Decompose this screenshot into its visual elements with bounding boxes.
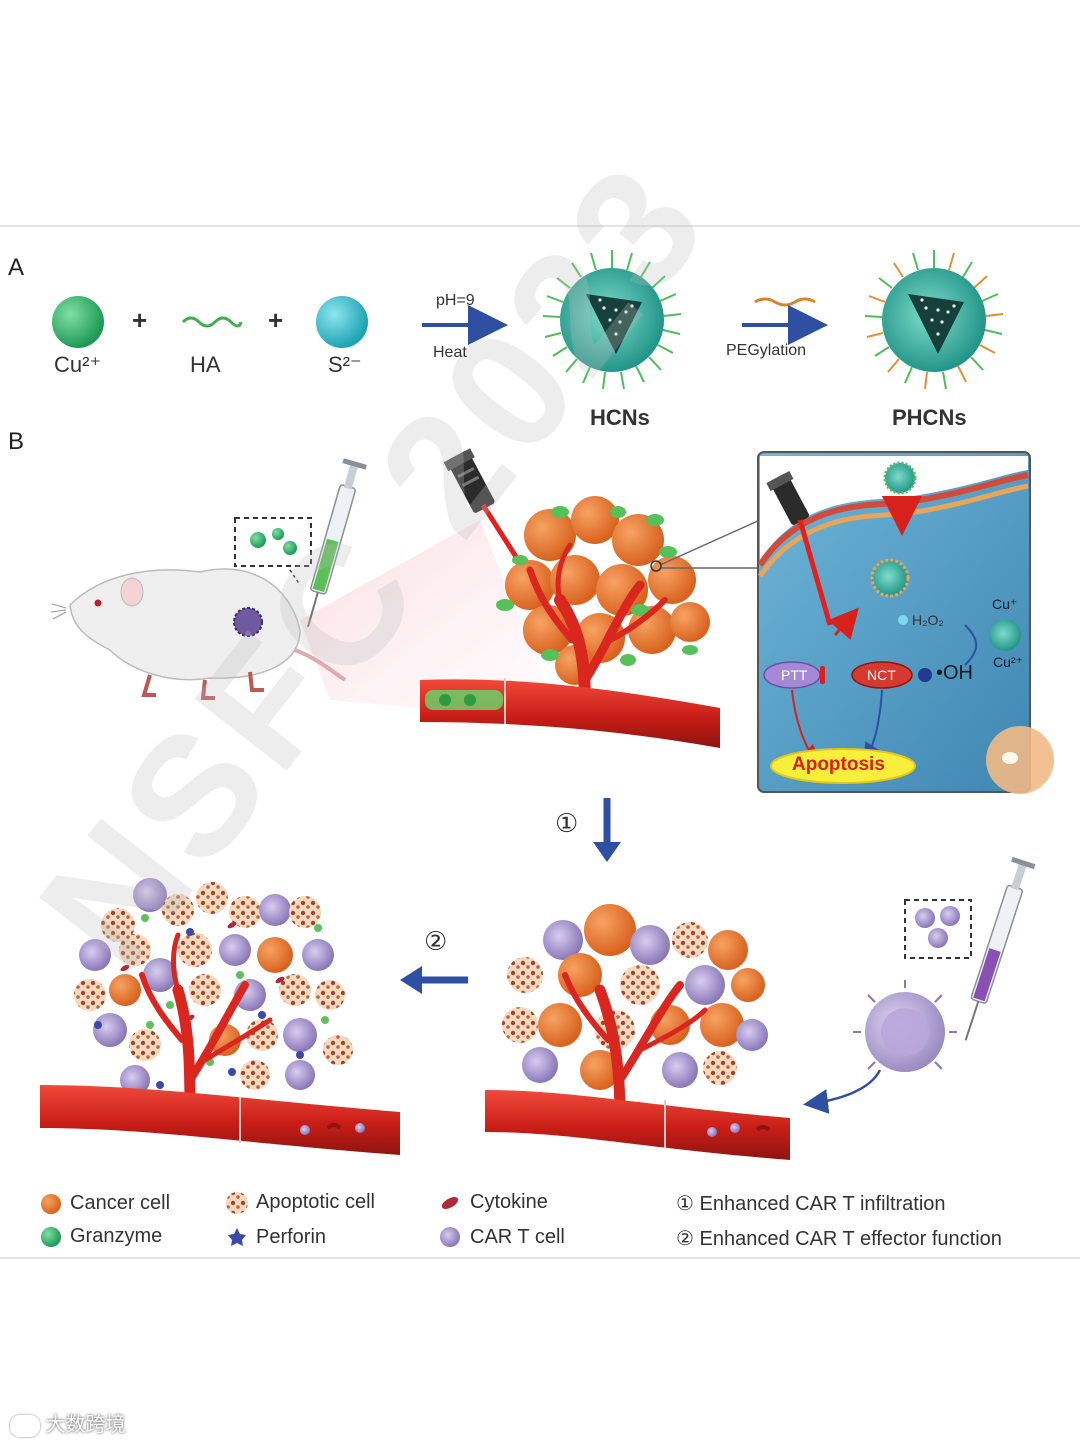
step-2-number: ② — [424, 926, 448, 956]
phcns-nanoparticle — [864, 250, 1004, 390]
cytokine-swatch — [441, 1197, 459, 1209]
sulfide-ion-sphere — [316, 296, 368, 348]
apoptosis-badge — [770, 748, 916, 784]
plus-sign-2: + — [268, 305, 284, 335]
legend-cytokine: Cytokine — [470, 1191, 548, 1213]
tumor-car-t-infiltration — [502, 904, 768, 1124]
blood-vessel-bottom-left — [40, 1085, 400, 1155]
car-t-cell-swatch — [440, 1227, 460, 1247]
copper-ion-sphere — [52, 296, 104, 348]
panel-label-a: A — [8, 254, 25, 281]
label-ptt: PTT — [781, 667, 808, 683]
blood-vessel-bottom-right — [485, 1090, 790, 1160]
perforin-star-icon — [228, 1228, 246, 1246]
legend-granzyme: Granzyme — [70, 1225, 163, 1247]
legend-car-t-cell: CAR T cell — [470, 1226, 565, 1248]
label-ha: HA — [190, 352, 221, 377]
mechanism-inset — [757, 451, 1054, 794]
label-copper-ion: Cu²⁺ — [54, 352, 102, 377]
legend-cancer-cell: Cancer cell — [70, 1192, 171, 1214]
label-phcns: PHCNs — [892, 405, 967, 430]
peg-chain-icon — [754, 297, 816, 307]
zoom-point — [650, 560, 662, 572]
label-sulfide-ion: S²⁻ — [328, 352, 362, 377]
h2o2-dot — [898, 615, 908, 625]
footer-watermark: 大数跨境 — [10, 1408, 126, 1437]
panel-label-b: B — [8, 428, 25, 455]
label-cu-2plus: Cu²⁺ — [993, 654, 1023, 670]
tumor-with-nanoparticles — [496, 496, 710, 711]
label-apoptosis: Apoptosis — [792, 754, 885, 775]
step-1-number: ① — [555, 808, 579, 838]
syringe-icon — [234, 458, 367, 628]
watermark-logo-icon — [10, 1414, 40, 1437]
laser-beam-glow — [300, 520, 560, 720]
blood-vessel-top — [420, 678, 720, 748]
label-cu-plus: Cu⁺ — [992, 596, 1018, 612]
hydroxyl-radical-dot — [918, 668, 932, 682]
step-1-arrow — [593, 798, 621, 862]
legend-note-2: ② Enhanced CAR T effector function — [676, 1228, 1002, 1250]
footer-watermark-text: 大数跨境 — [45, 1414, 126, 1436]
synthesis-scheme — [52, 250, 1004, 390]
hcns-nanoparticle — [542, 250, 682, 390]
label-h2o2: H₂O₂ — [912, 612, 944, 628]
mouse-illustration — [50, 568, 347, 700]
step-2-arrow — [400, 966, 468, 994]
label-pegylation: PEGylation — [726, 342, 807, 359]
cu-redox-particle — [989, 619, 1021, 651]
label-nct: NCT — [867, 667, 896, 683]
cancer-cell-swatch — [41, 1194, 61, 1214]
car-t-syringe-icon — [803, 856, 1036, 1114]
nct-badge — [851, 661, 913, 689]
zoom-line-1 — [659, 519, 761, 566]
legend-note-1: ① Enhanced CAR T infiltration — [676, 1193, 946, 1215]
ha-chain-icon — [181, 316, 243, 328]
apoptotic-cell-swatch — [226, 1192, 248, 1214]
legend-perforin: Perforin — [256, 1226, 327, 1248]
tumor-site-marker — [233, 607, 263, 637]
plus-sign-1: + — [132, 305, 148, 335]
label-ph-condition: pH=9 — [436, 292, 475, 309]
label-hcns: HCNs — [590, 405, 650, 430]
label-hydroxyl-radical: •OH — [936, 662, 974, 684]
legend-apoptotic-cell: Apoptotic cell — [256, 1191, 375, 1213]
thermometer-icon — [820, 666, 825, 684]
label-heat-condition: Heat — [433, 344, 467, 361]
legend-icons — [41, 1192, 460, 1247]
granzyme-swatch — [41, 1227, 61, 1247]
